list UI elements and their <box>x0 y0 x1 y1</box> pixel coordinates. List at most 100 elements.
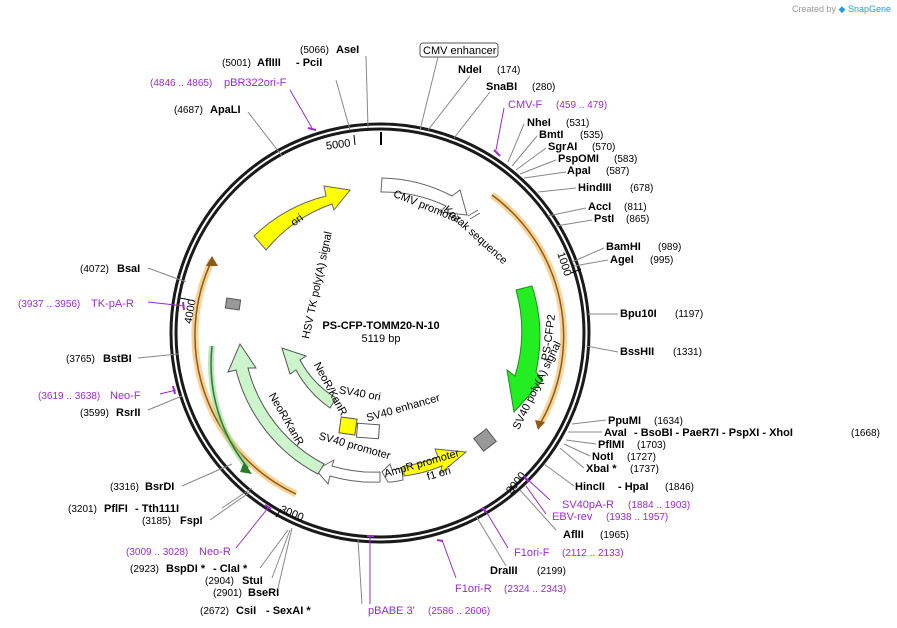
enzyme-pos-nhei: (531) <box>566 118 589 129</box>
primer-pos-f1ori-r: (2324 .. 2343) <box>504 584 566 595</box>
enzyme-bsrdi[interactable]: BsrDI <box>145 481 174 493</box>
enzyme-bsai[interactable]: BsaI <box>117 263 140 275</box>
primer-neo-r[interactable]: Neo-R <box>199 546 231 558</box>
enzyme-apali[interactable]: ApaLI <box>210 104 241 116</box>
primer-f1ori-r[interactable]: F1ori-R <box>455 583 492 595</box>
enzyme-nhei[interactable]: NheI <box>527 117 551 129</box>
enzyme-bamhi[interactable]: BamHI <box>606 241 641 253</box>
enzyme-avai-extra[interactable]: - BsoBI - PaeR7I - PspXI - XhoI <box>634 427 793 439</box>
enzyme-pos-avai: (1668) <box>851 428 880 439</box>
ampr-promoter-arrow[interactable] <box>381 463 404 483</box>
snapgene-credit: Created by ◆ SnapGene <box>792 4 891 15</box>
enzyme-pos-bsshii: (1331) <box>673 347 702 358</box>
enzyme-apai[interactable]: ApaI <box>567 165 591 177</box>
enzyme-pos-apai: (587) <box>606 166 629 177</box>
primer-cmv-f[interactable]: CMV-F <box>508 99 543 111</box>
enzyme-ppumi[interactable]: PpuMI <box>608 415 641 427</box>
orf-right-arc-line <box>491 194 565 425</box>
sv40-enhancer-box[interactable] <box>356 422 380 440</box>
primer-neo-f[interactable]: Neo-F <box>110 390 141 402</box>
enzyme-bspdi-extra[interactable]: - ClaI * <box>213 563 248 575</box>
sv40-ori-label: SV40 ori <box>338 384 382 403</box>
primer-pos-sv40pa-r: (1884 .. 1903) <box>628 500 690 511</box>
enzyme-psti[interactable]: PstI <box>594 213 614 225</box>
enzyme-pos-draiii: (2199) <box>537 566 566 577</box>
neor-outer-arrow[interactable] <box>227 342 325 475</box>
enzyme-pos-pflmi: (1703) <box>637 440 666 451</box>
enzyme-noti[interactable]: NotI <box>592 451 613 463</box>
primer-ebv-rev[interactable]: EBV-rev <box>552 511 593 523</box>
enzyme-pos-bsai: (4072) <box>80 264 109 275</box>
enzyme-bspdi[interactable]: BspDI * <box>166 563 206 575</box>
enzyme-pos-sgrai: (570) <box>592 142 615 153</box>
enzyme-hincii[interactable]: HincII <box>575 481 605 493</box>
enzyme-sgrai[interactable]: SgrAI <box>548 141 577 153</box>
sv40-polya-box[interactable] <box>473 428 497 452</box>
tick-3000 <box>275 508 282 518</box>
enzyme-pos-stui: (2904) <box>205 576 234 587</box>
primer-pos-pbr322ori-f: (4846 .. 4865) <box>150 78 212 89</box>
enzyme-pos-snabi: (280) <box>532 82 555 93</box>
enzyme-snabi[interactable]: SnaBI <box>486 81 517 93</box>
enzyme-pos-psti: (865) <box>626 214 649 225</box>
enzyme-acci[interactable]: AccI <box>588 201 611 213</box>
enzyme-bstbi[interactable]: BstBI <box>103 353 132 365</box>
cmv-promoter-arrow[interactable] <box>380 177 468 216</box>
enzyme-pspomi[interactable]: PspOMI <box>558 153 599 165</box>
enzyme-csii[interactable]: CsiI <box>236 605 256 617</box>
enzyme-ndei[interactable]: NdeI <box>458 64 482 76</box>
tick-label-5000: 5000 <box>325 137 351 152</box>
cmv-enhancer-box[interactable] <box>419 42 499 58</box>
enzyme-fspi[interactable]: FspI <box>180 515 203 527</box>
enzyme-pflfi[interactable]: PflFI <box>104 503 128 515</box>
enzyme-avai[interactable]: AvaI <box>604 427 627 439</box>
enzyme-hincii-extra[interactable]: - HpaI <box>618 481 649 493</box>
enzyme-pflmi[interactable]: PflMI <box>598 439 624 451</box>
neor-inner-arrow[interactable] <box>281 347 337 409</box>
tick-5000 <box>353 134 356 146</box>
neo-green-arc-line <box>210 345 249 469</box>
credit-prefix: Created by <box>791 4 836 14</box>
sv40-ori-box[interactable] <box>338 416 358 436</box>
enzyme-agei[interactable]: AgeI <box>610 254 634 266</box>
enzyme-pos-asei: (5066) <box>300 45 329 56</box>
enzyme-xbai[interactable]: XbaI * <box>586 463 617 475</box>
enzyme-bpu10i[interactable]: Bpu10I <box>620 308 657 320</box>
enzyme-aflii[interactable]: AflII <box>563 529 584 541</box>
primer-tk-pa-r[interactable]: TK-pA-R <box>91 298 134 310</box>
enzyme-bmti[interactable]: BmtI <box>539 129 563 141</box>
enzyme-stui[interactable]: StuI <box>242 575 263 587</box>
enzyme-afliii-extra[interactable]: - PciI <box>296 57 322 69</box>
primer-pos-neo-f: (3619 .. 3638) <box>38 391 100 402</box>
plasmid-length: 5119 bp <box>362 333 401 345</box>
primer-sv40pa-r[interactable]: SV40pA-R <box>562 499 614 511</box>
f1-ori-arrow[interactable] <box>403 448 468 477</box>
enzyme-draiii[interactable]: DraIII <box>490 565 518 577</box>
enzyme-rsrii[interactable]: RsrII <box>116 407 140 419</box>
enzyme-pos-apali: (4687) <box>174 105 203 116</box>
backbone-outer <box>169 122 591 544</box>
plasmid-name: PS-CFP-TOMM20-N-10 <box>322 320 439 332</box>
primer-pbabe3[interactable]: pBABE 3' <box>368 605 415 617</box>
enzyme-bseri[interactable]: BseRI <box>248 587 279 599</box>
primer-pbr322ori-f[interactable]: pBR322ori-F <box>224 77 287 89</box>
ps-cfp2-arrow[interactable] <box>506 285 544 414</box>
enzyme-pos-agei: (995) <box>650 255 673 266</box>
enzyme-csii-extra[interactable]: - SexAI * <box>266 605 311 617</box>
enzyme-asei[interactable]: AseI <box>336 44 359 56</box>
orf-right-arrowhead <box>535 420 545 430</box>
hsv-tk-box[interactable] <box>224 297 242 311</box>
tick-2000 <box>509 485 517 493</box>
kozak-marker-2 <box>469 212 481 220</box>
primer-pos-neo-r: (3009 .. 3028) <box>126 547 188 558</box>
enzyme-bsshii[interactable]: BssHII <box>620 346 654 358</box>
enzyme-hindiii[interactable]: HindIII <box>578 182 612 194</box>
ori-arrow[interactable] <box>253 185 351 251</box>
primer-f1ori-f[interactable]: F1ori-F <box>514 547 550 559</box>
enzyme-pflfi-extra[interactable]: - Tth111I <box>135 503 179 515</box>
enzyme-afliii[interactable]: AflIII <box>257 57 281 69</box>
sv40-promoter-arrow[interactable] <box>315 458 381 486</box>
enzyme-pos-rsrii: (3599) <box>80 408 109 419</box>
orf-left-arrowhead <box>206 256 218 266</box>
enzyme-pos-bsrdi: (3316) <box>110 482 139 493</box>
